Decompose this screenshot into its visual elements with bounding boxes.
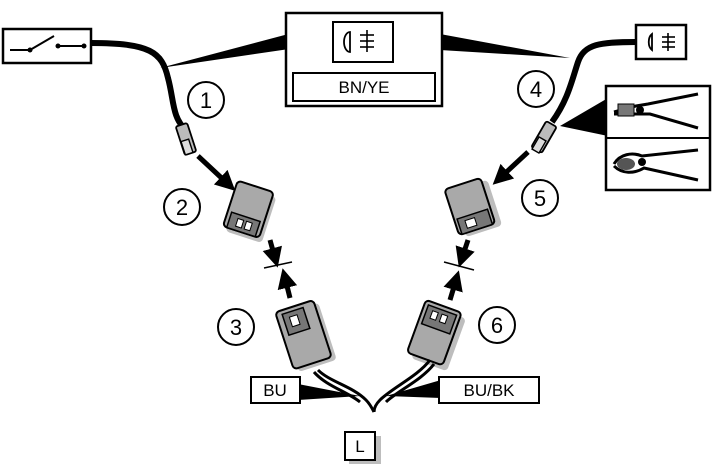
- svg-text:BU: BU: [263, 381, 287, 400]
- crimping-pliers-icon: [612, 148, 699, 182]
- svg-text:BU/BK: BU/BK: [463, 381, 515, 400]
- color-code-label: BN/YE: [338, 78, 389, 97]
- fog-light-icon: [343, 30, 374, 53]
- step-3: 3: [217, 308, 255, 346]
- top-callout-box: BN/YE: [284, 11, 444, 108]
- tool-panel: [560, 84, 712, 192]
- callout-wedge-left: [160, 32, 296, 68]
- ground-label-box: L: [344, 431, 381, 464]
- svg-text:2: 2: [176, 195, 188, 220]
- mating-arrows-right: [443, 239, 475, 301]
- wire-right-lower: [372, 359, 432, 413]
- wire-left-upper: [90, 40, 189, 133]
- terminal-left: [175, 122, 197, 156]
- connector-plug-right-lower: [407, 299, 465, 371]
- switch-symbol: [1, 27, 93, 65]
- svg-text:3: 3: [230, 315, 242, 340]
- svg-text:6: 6: [491, 313, 503, 338]
- callout-wedge-bu: [298, 384, 360, 400]
- step-6: 6: [478, 306, 516, 344]
- fog-light-symbol-right: [634, 23, 688, 61]
- wire-label-left: BU: [250, 376, 301, 404]
- wire-right-upper: [549, 39, 637, 124]
- connector-housing-right-upper: [444, 177, 502, 237]
- step-2: 2: [163, 188, 201, 226]
- callout-wedge-right: [440, 34, 570, 58]
- mating-arrows-left: [262, 239, 298, 299]
- svg-text:5: 5: [534, 186, 546, 211]
- crimping-pliers-icon: [613, 92, 699, 130]
- svg-text:1: 1: [200, 88, 212, 113]
- step-5: 5: [521, 179, 559, 217]
- wire-label-right: BU/BK: [438, 376, 540, 404]
- connector-housing-left-upper: [222, 180, 276, 242]
- connector-plug-left-lower: [275, 300, 336, 371]
- svg-text:L: L: [355, 437, 364, 456]
- svg-text:4: 4: [530, 77, 542, 102]
- step-1: 1: [187, 81, 225, 119]
- wire-right-lower-2: [384, 363, 436, 404]
- callout-wedge-bubk: [386, 380, 441, 398]
- wire-left-lower: [316, 368, 376, 413]
- insert-arrow-2: [196, 154, 236, 191]
- step-4: 4: [517, 70, 555, 108]
- insert-arrow-5: [492, 150, 530, 185]
- terminal-right: [531, 120, 557, 155]
- wire-left-lower-2: [312, 370, 361, 404]
